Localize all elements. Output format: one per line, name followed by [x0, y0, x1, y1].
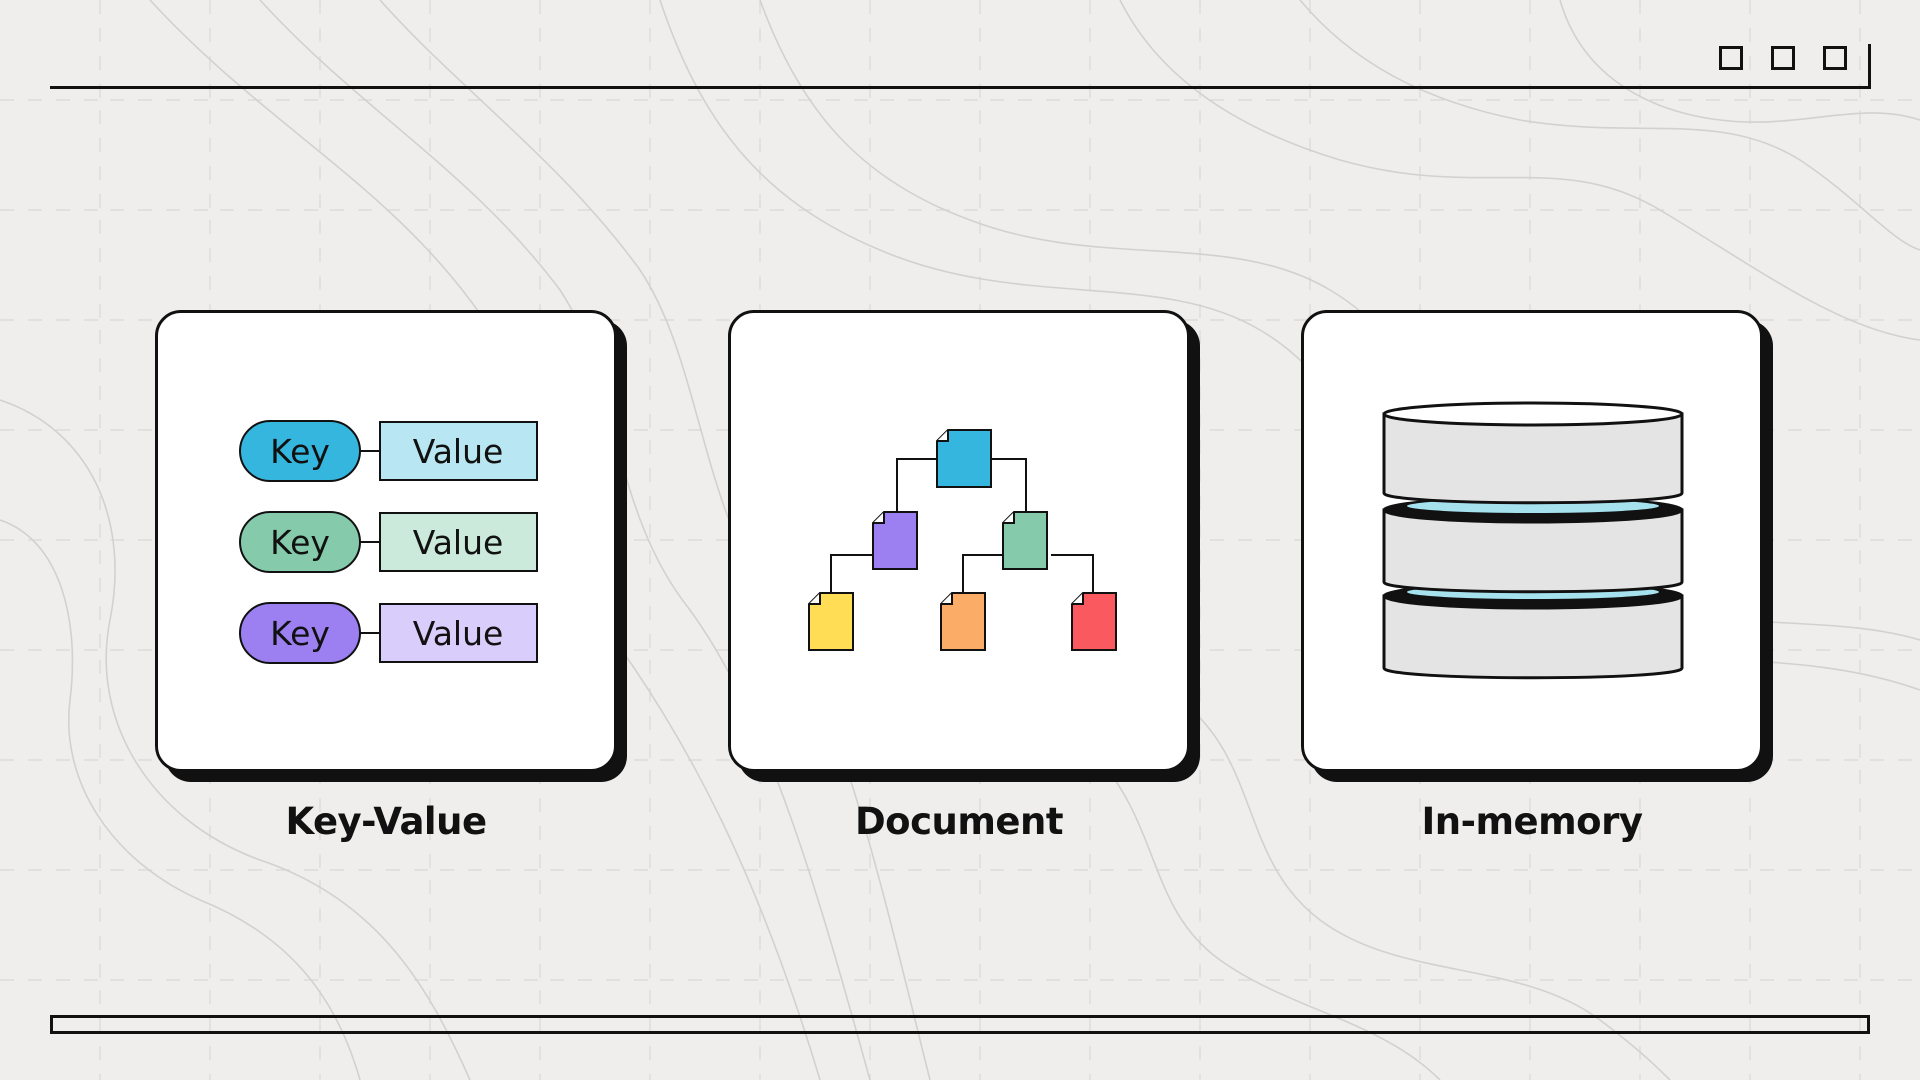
key-value-caption: Key-Value — [285, 800, 487, 843]
kv-value-box — [379, 421, 538, 481]
database-disk — [1382, 508, 1684, 594]
kv-pair-2: Key Value — [239, 511, 538, 573]
kv-key-label: Key — [270, 614, 330, 653]
window-square-icon — [1771, 46, 1795, 70]
kv-key-pill — [239, 511, 361, 573]
window-square-icon — [1823, 46, 1847, 70]
kv-pair-3: Key Value — [239, 602, 538, 664]
kv-value-label: Value — [413, 432, 504, 471]
kv-value-box — [379, 603, 538, 663]
kv-value-label: Value — [413, 614, 504, 653]
document-icon — [940, 592, 986, 651]
kv-pair-1: Key Value — [239, 420, 538, 482]
kv-key-label: Key — [270, 523, 330, 562]
database-disk — [1382, 594, 1684, 680]
in-memory-caption: In-memory — [1421, 800, 1643, 843]
kv-value-box — [379, 512, 538, 572]
top-rule — [50, 86, 1870, 89]
document-icon — [936, 429, 992, 488]
window-square-icon — [1719, 46, 1743, 70]
document-icon — [808, 592, 854, 651]
kv-value-label: Value — [413, 523, 504, 562]
kv-key-pill — [239, 420, 361, 482]
in-memory-card — [1301, 310, 1763, 772]
key-value-card: Key Value Key Value Key Value — [155, 310, 617, 772]
kv-key-label: Key — [270, 432, 330, 471]
kv-key-pill — [239, 602, 361, 664]
database-disk — [1382, 412, 1684, 505]
database-stack-icon — [1382, 401, 1684, 680]
document-caption: Document — [854, 800, 1064, 843]
document-tree-diagram — [808, 429, 1117, 651]
top-rule-end-tick — [1868, 44, 1871, 89]
key-value-diagram: Key Value Key Value Key Value — [239, 420, 538, 664]
bottom-bar — [50, 1015, 1870, 1034]
document-card — [728, 310, 1190, 772]
